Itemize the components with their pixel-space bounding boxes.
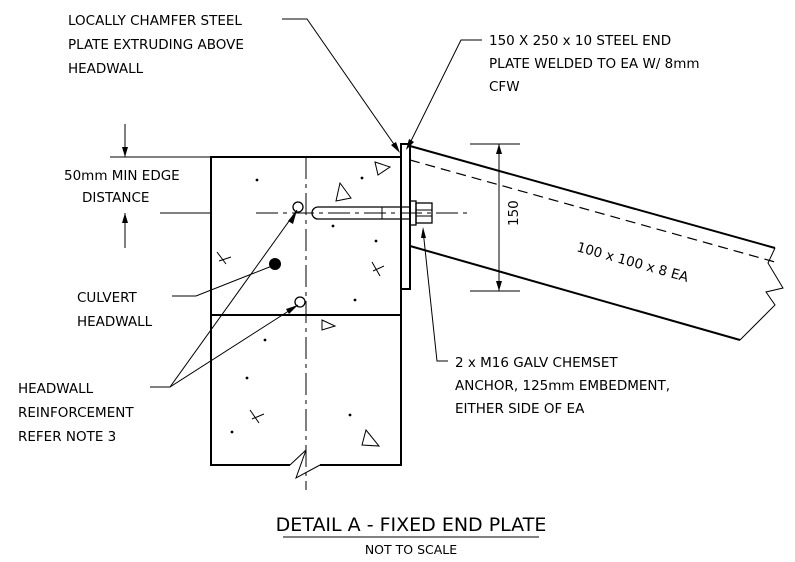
- end-plate-line-2: PLATE WELDED TO EA W/ 8mm: [489, 56, 700, 72]
- edge-distance-dimension: 50mm MIN EDGE DISTANCE: [64, 124, 211, 248]
- steel-end-plate: [400, 143, 411, 290]
- dimension-150-label: 150: [506, 200, 522, 226]
- chamfer-line-1: LOCALLY CHAMFER STEEL: [68, 13, 242, 29]
- detail-subtitle: NOT TO SCALE: [365, 542, 457, 557]
- reinforcement-line-2: REINFORCEMENT: [18, 405, 134, 421]
- dimension-150: 150: [470, 143, 522, 292]
- culvert-headwall-callout: CULVERT HEADWALL: [77, 265, 273, 330]
- anchor-line-1: 2 x M16 GALV CHEMSET: [455, 355, 618, 371]
- reinforcement-line-3: REFER NOTE 3: [18, 429, 116, 445]
- reinforcement-callout: HEADWALL REINFORCEMENT REFER NOTE 3: [18, 209, 299, 445]
- culvert-line-1: CULVERT: [77, 290, 138, 306]
- angle-label: 100 x 100 x 8 EA: [575, 239, 691, 286]
- anchor-line-2: ANCHOR, 125mm EMBEDMENT,: [455, 378, 670, 394]
- chamfer-line-3: HEADWALL: [68, 61, 144, 77]
- culvert-headwall-marker: [269, 258, 281, 270]
- equal-angle-section: [409, 145, 784, 341]
- concrete-hatching: [216, 161, 392, 447]
- end-plate-line-1: 150 X 250 x 10 STEEL END: [489, 33, 671, 49]
- reinforcement-line-1: HEADWALL: [18, 381, 94, 397]
- reinforcement-bar-top: [292, 201, 304, 213]
- edge-distance-line-1: 50mm MIN EDGE: [64, 168, 180, 184]
- detail-title-block: DETAIL A - FIXED END PLATE NOT TO SCALE: [276, 514, 547, 557]
- chamfer-line-2: PLATE EXTRUDING ABOVE: [68, 37, 244, 53]
- lower-wall-section: [210, 315, 402, 480]
- culvert-line-2: HEADWALL: [77, 314, 153, 330]
- reinforcement-bar-bottom: [294, 296, 306, 308]
- anchor-callout: 2 x M16 GALV CHEMSET ANCHOR, 125mm EMBED…: [421, 227, 670, 417]
- anchor-line-3: EITHER SIDE OF EA: [455, 401, 585, 417]
- end-plate-callout: 150 X 250 x 10 STEEL END PLATE WELDED TO…: [406, 33, 700, 150]
- end-plate-line-3: CFW: [489, 79, 520, 95]
- edge-distance-line-2: DISTANCE: [82, 190, 149, 206]
- chemset-anchor: [311, 200, 433, 226]
- chamfer-callout: LOCALLY CHAMFER STEEL PLATE EXTRUDING AB…: [68, 13, 400, 153]
- detail-title: DETAIL A - FIXED END PLATE: [276, 514, 547, 536]
